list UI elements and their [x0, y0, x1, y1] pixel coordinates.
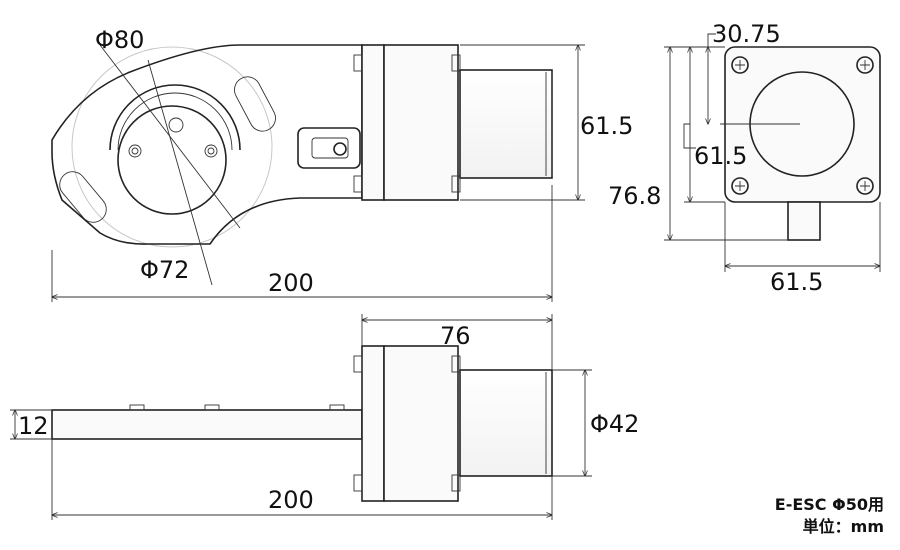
outer-circle-phi80: [71, 46, 273, 248]
cable-connector: [297, 127, 361, 169]
motor-flange: [361, 44, 385, 201]
label-offset: 30.75: [712, 20, 781, 48]
unit-label: 単位：mm: [803, 517, 884, 536]
slot-hole-lower: [59, 171, 107, 223]
cable-connector-inner: [311, 137, 349, 159]
label-motor-diameter: Φ42: [590, 410, 639, 438]
end-view: 30.75 61.5 76.8 61.5: [608, 20, 881, 296]
bracket-plate: [51, 44, 363, 245]
motor-body: [459, 69, 553, 179]
corner-screw-br: [856, 177, 874, 195]
housing-tab-top: [451, 54, 461, 72]
flange-tab-top: [353, 54, 363, 72]
drawing-title: E-ESC Φ50用: [775, 495, 884, 514]
side-housing: [383, 345, 459, 502]
screw-right-inner: [207, 147, 215, 155]
phi72-leader: [147, 59, 213, 286]
end-plate: [724, 46, 881, 203]
label-top-height: 61.5: [580, 112, 633, 140]
label-phi72: Φ72: [140, 256, 189, 284]
side-view: 76 Φ42 12 200: [10, 314, 639, 520]
motor-housing: [383, 44, 459, 201]
label-end-width: 61.5: [770, 268, 823, 296]
screw-left-inner: [131, 147, 139, 155]
label-top-length: 200: [268, 269, 314, 297]
label-phi80: Φ80: [95, 26, 144, 54]
label-housing-length: 76: [440, 322, 471, 350]
label-side-length: 200: [268, 486, 314, 514]
connector-nut: [333, 142, 347, 156]
label-plate-thickness: 12: [18, 412, 49, 440]
clamp-disc: [117, 105, 227, 215]
corner-screw-tr: [856, 56, 874, 74]
screw-right: [204, 144, 218, 158]
slot-hole-upper: [234, 76, 276, 132]
corner-screw-tl: [731, 56, 749, 74]
housing-tab-bottom: [451, 175, 461, 193]
screw-left: [128, 144, 142, 158]
end-connector: [787, 201, 821, 241]
side-flange: [361, 345, 385, 502]
mounting-plate: [51, 409, 363, 440]
corner-screw-bl: [731, 177, 749, 195]
clamp-ring-inner: [117, 92, 233, 151]
clamp-ring: [109, 84, 241, 151]
label-center-height: 61.5: [694, 142, 747, 170]
center-hole: [168, 117, 184, 133]
side-motor: [459, 369, 553, 477]
top-view: Φ80 Φ72 200 61.5: [51, 26, 633, 302]
flange-tab-bottom: [353, 175, 363, 193]
label-total-height: 76.8: [608, 182, 661, 210]
